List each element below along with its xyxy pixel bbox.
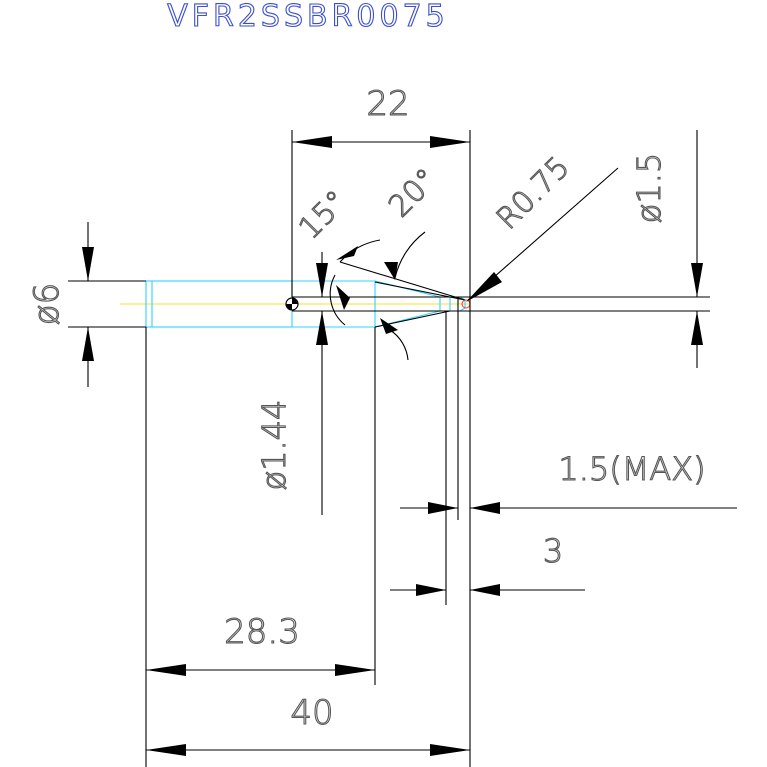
dim-r075-label: R0.75 bbox=[490, 150, 577, 237]
dim-1-5-max: 1.5(MAX) bbox=[400, 297, 737, 520]
dim-40: 40 bbox=[146, 692, 470, 756]
dim-3: 3 bbox=[390, 311, 585, 605]
angle-15-label: 15° bbox=[292, 184, 354, 246]
dim-28-3-label: 28.3 bbox=[224, 612, 300, 652]
dim-40-label: 40 bbox=[290, 693, 333, 733]
dim-dia-6-label: ø6 bbox=[27, 283, 67, 325]
dim-22: 22 bbox=[291, 83, 471, 767]
drawing-title: VFR2SSBR0075 bbox=[167, 0, 449, 34]
angle-20: 20° bbox=[380, 162, 445, 361]
dim-dia-1-5-label: ø1.5 bbox=[630, 153, 668, 223]
dim-dia-6: ø6 bbox=[26, 222, 146, 387]
dim-dia-1-44: ø1.44 bbox=[254, 252, 328, 515]
dim-1-5-max-label: 1.5(MAX) bbox=[558, 450, 705, 488]
dim-22-label: 22 bbox=[366, 84, 409, 124]
dim-r075: R0.75 bbox=[466, 149, 619, 302]
dim-3-label: 3 bbox=[543, 532, 563, 570]
dim-dia-1-5: ø1.5 bbox=[629, 130, 703, 368]
dim-dia-1-44-label: ø1.44 bbox=[255, 400, 293, 491]
center-mark bbox=[285, 297, 299, 311]
angle-20-label: 20° bbox=[382, 162, 444, 224]
dim-28-3: 28.3 bbox=[145, 327, 376, 767]
tool-profile bbox=[292, 261, 710, 328]
